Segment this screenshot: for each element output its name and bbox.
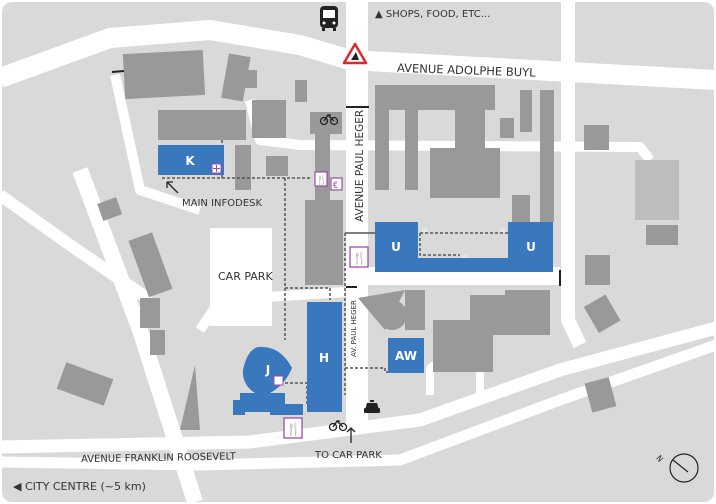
restaurant-icon[interactable]: 🍴	[283, 417, 303, 439]
svg-text:🍴: 🍴	[352, 251, 367, 265]
restaurant-icon[interactable]: 🍴	[314, 171, 328, 187]
svg-text:H: H	[319, 351, 329, 365]
roadworks-warning-icon	[342, 42, 368, 65]
main-infodesk-label: MAIN INFODESK	[182, 198, 262, 209]
to-car-park-label: TO CAR PARK	[314, 450, 382, 461]
building-u-west-label: U	[391, 240, 401, 254]
road-adolphe-buyl	[0, 20, 716, 90]
road-franklin-roosevelt-upper	[0, 321, 716, 454]
road-franklin-roosevelt-lower	[0, 339, 716, 471]
building-u-east-label: U	[526, 240, 536, 254]
barriers	[111, 70, 561, 288]
building-aw[interactable]: AW	[388, 338, 424, 373]
svg-text:J: J	[265, 363, 270, 377]
taxi-icon	[364, 400, 380, 413]
compass-icon: N	[654, 453, 699, 483]
street-label-adolphe-buyl: AVENUE ADOLPHE BUYL	[397, 61, 537, 80]
street-label-av-paul-heger: AV. PAUL HEGER	[350, 300, 358, 357]
main-infodesk-arrow-icon	[166, 181, 179, 194]
svg-text:€: €	[333, 181, 338, 191]
bus-icon	[320, 6, 338, 31]
bicycle-icon	[319, 113, 339, 126]
road-east-vertical	[561, 0, 587, 349]
car-park-label: CAR PARK	[218, 270, 273, 283]
building-j[interactable]: J	[233, 346, 303, 415]
street-label-franklin-roosevelt: AVENUE FRANKLIN ROOSEVELT	[81, 451, 237, 465]
city-centre-label: ◀ CITY CENTRE (~5 km)	[13, 480, 146, 493]
entrance-ua: UA	[500, 228, 506, 233]
entrance-ub: UB	[462, 254, 468, 259]
street-label-paul-heger: AVENUE PAUL HEGER	[354, 110, 366, 222]
svg-text:AW: AW	[395, 349, 417, 363]
restaurant-icon[interactable]	[273, 375, 284, 386]
road-diagonal-west	[72, 167, 203, 504]
restaurant-icon[interactable]: 🍴	[349, 246, 369, 268]
infodesk-icon[interactable]	[211, 163, 222, 174]
entrance-ud: UD	[422, 228, 428, 233]
walking-paths	[162, 140, 540, 404]
shops-food-label: ▲ SHOPS, FOOD, ETC...	[375, 9, 490, 20]
other-buildings	[56, 49, 679, 430]
svg-text:🍴: 🍴	[316, 174, 327, 186]
atm-euro-icon[interactable]: €	[330, 177, 343, 191]
to-car-park-arrow-icon	[346, 427, 356, 443]
svg-text:🍴: 🍴	[286, 422, 301, 436]
road-west-spur	[0, 190, 154, 305]
bicycle-icon	[328, 419, 348, 432]
building-h[interactable]: H	[307, 302, 342, 412]
svg-text:N: N	[654, 454, 664, 464]
svg-text:K: K	[185, 154, 195, 168]
road-internal-north	[110, 73, 202, 215]
car-park-area	[210, 228, 272, 326]
building-u[interactable]: U U UD UA UB	[375, 222, 553, 272]
